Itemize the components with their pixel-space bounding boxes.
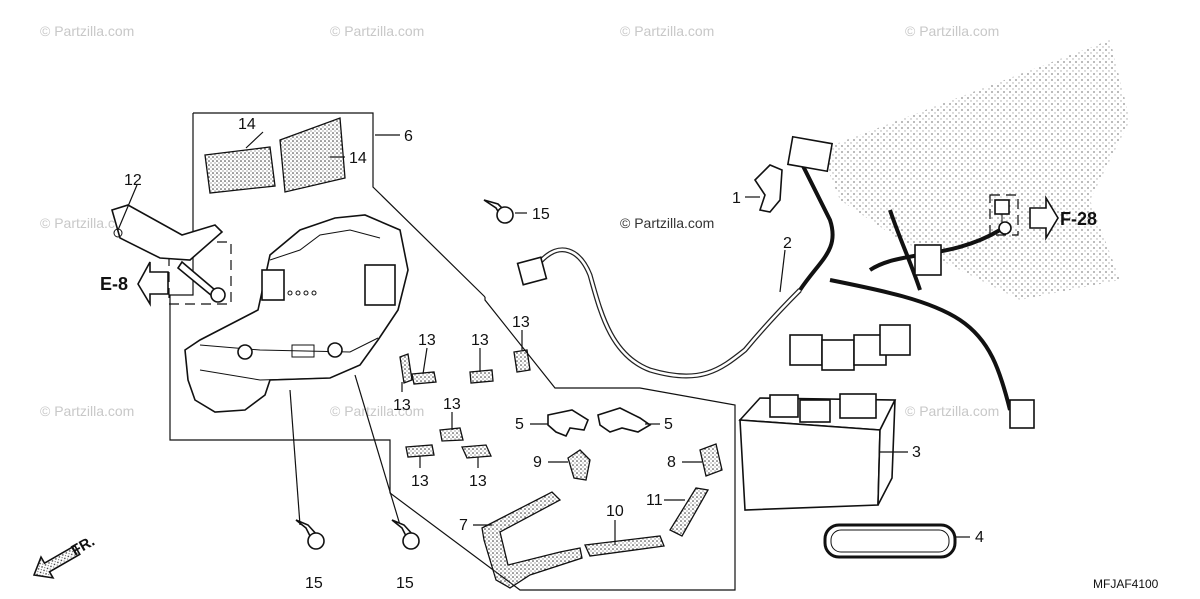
callout-13: 13 bbox=[418, 332, 436, 349]
bolt-group-box bbox=[168, 241, 232, 305]
bolt-15 bbox=[483, 199, 514, 224]
callout-2: 2 bbox=[783, 235, 792, 252]
bolt-15 bbox=[295, 519, 325, 550]
pad-8 bbox=[699, 443, 723, 477]
pad-13 bbox=[469, 369, 494, 384]
pad-9 bbox=[567, 449, 591, 481]
callout-14: 14 bbox=[238, 116, 256, 133]
bolt-15 bbox=[391, 519, 420, 550]
leader-lines bbox=[117, 131, 970, 545]
bracket-1 bbox=[753, 164, 783, 213]
bolt-e8 bbox=[176, 260, 216, 298]
assembly-box-top bbox=[193, 112, 486, 298]
pad-13 bbox=[461, 444, 492, 459]
ref-arrow-f28 bbox=[1029, 195, 1059, 241]
ref-label-f28: F-28 bbox=[1060, 209, 1097, 229]
watermark: © Partzilla.com bbox=[330, 23, 424, 39]
pad-14a bbox=[204, 146, 276, 194]
callout-13: 13 bbox=[393, 397, 411, 414]
callout-13: 13 bbox=[471, 332, 489, 349]
callout-6: 6 bbox=[404, 128, 413, 145]
watermark: © Partzilla.com bbox=[905, 403, 999, 419]
tray-grommet bbox=[327, 342, 343, 358]
harness-connector bbox=[516, 256, 548, 286]
harness-connector-block bbox=[789, 324, 911, 371]
harness-connector bbox=[914, 244, 942, 276]
callout-1: 1 bbox=[732, 190, 741, 207]
clip-5 bbox=[547, 409, 589, 438]
callout-4: 4 bbox=[975, 529, 984, 546]
watermark: © Partzilla.com bbox=[905, 23, 999, 39]
callout-15: 15 bbox=[396, 575, 414, 592]
callout-14: 14 bbox=[349, 150, 367, 167]
watermark: © Partzilla.com bbox=[40, 403, 134, 419]
callout-15: 15 bbox=[305, 575, 323, 592]
harness-branch bbox=[888, 209, 922, 291]
ecu-tray-6 bbox=[184, 214, 409, 413]
tray-detail bbox=[269, 229, 381, 261]
watermark: © Partzilla.com bbox=[40, 23, 134, 39]
tray-connector bbox=[261, 269, 285, 301]
band-4 bbox=[823, 523, 957, 559]
diagram-code: MFJAF4100 bbox=[1093, 577, 1159, 591]
clip-5 bbox=[597, 407, 652, 433]
bolt-e8-head bbox=[210, 287, 226, 303]
front-direction-arrow bbox=[32, 544, 81, 579]
bolt-15-box bbox=[989, 194, 1019, 236]
tray-slot bbox=[291, 344, 315, 358]
callout-3: 3 bbox=[912, 444, 921, 461]
tray-connector bbox=[364, 264, 396, 306]
watermark: © Partzilla.com bbox=[40, 215, 134, 231]
tray-detail bbox=[199, 337, 379, 353]
watermark: © Partzilla.com bbox=[620, 215, 714, 231]
frame-shading bbox=[820, 40, 1130, 300]
watermark: © Partzilla.com bbox=[620, 23, 714, 39]
pad-13 bbox=[399, 353, 413, 384]
ref-arrow-e8 bbox=[137, 261, 169, 307]
callout-13: 13 bbox=[411, 473, 429, 490]
strip-10 bbox=[584, 535, 665, 557]
leader bbox=[289, 389, 301, 526]
pad-13 bbox=[439, 427, 464, 442]
callout-8: 8 bbox=[667, 454, 676, 471]
harness-2 bbox=[538, 247, 802, 379]
harness-terminal bbox=[998, 221, 1012, 235]
tray-grommet bbox=[237, 344, 253, 360]
ref-label-e8: E-8 bbox=[100, 274, 128, 294]
callout-12: 12 bbox=[124, 172, 142, 189]
pad-13 bbox=[513, 349, 531, 373]
pad-13 bbox=[405, 444, 435, 458]
callout-13: 13 bbox=[443, 396, 461, 413]
tray-holes bbox=[287, 290, 317, 296]
assembly-box-outline bbox=[169, 113, 736, 591]
tray-detail bbox=[199, 369, 331, 381]
strip-7 bbox=[481, 491, 583, 589]
band-4-inner bbox=[830, 529, 950, 553]
callout-15: 15 bbox=[532, 206, 550, 223]
leader bbox=[354, 374, 401, 526]
callout-7: 7 bbox=[459, 517, 468, 534]
harness-2-inner bbox=[539, 248, 801, 378]
harness-connector bbox=[1009, 399, 1035, 429]
harness-branch bbox=[829, 278, 1012, 411]
callout-5: 5 bbox=[515, 416, 524, 433]
callout-9: 9 bbox=[533, 454, 542, 471]
callout-5: 5 bbox=[664, 416, 673, 433]
ecu-3 bbox=[738, 393, 897, 511]
strip-11 bbox=[669, 487, 710, 537]
pad-13 bbox=[411, 371, 437, 385]
callout-11: 11 bbox=[646, 492, 663, 509]
callout-13: 13 bbox=[469, 473, 487, 490]
callout-10: 10 bbox=[606, 503, 624, 520]
harness-branch bbox=[798, 159, 835, 292]
bracket-12 bbox=[111, 204, 224, 261]
watermark: © Partzilla.com bbox=[330, 403, 424, 419]
pad-14b bbox=[279, 117, 346, 193]
harness-connector bbox=[786, 135, 834, 173]
callout-13: 13 bbox=[512, 314, 530, 331]
